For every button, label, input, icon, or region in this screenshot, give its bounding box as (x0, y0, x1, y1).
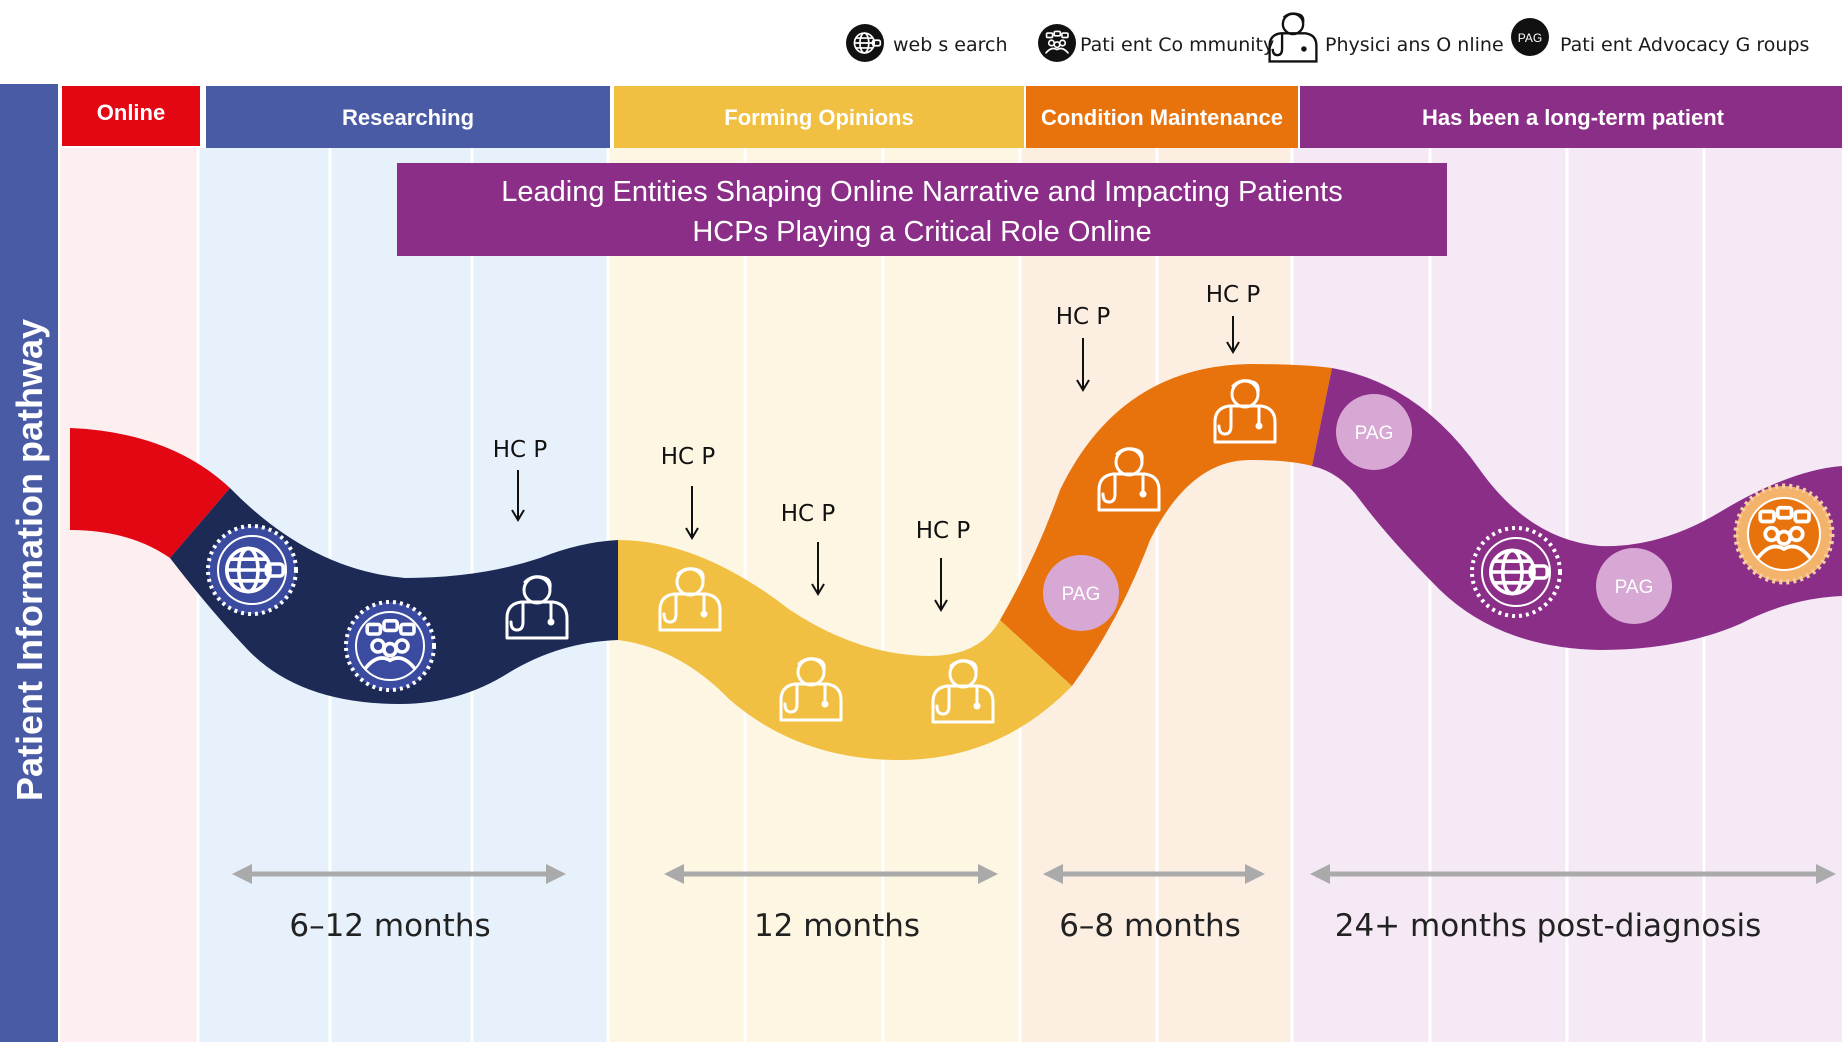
pag-bubble: PAG (1043, 555, 1119, 631)
banner-line-2: HCPs Playing a Critical Role Online (692, 216, 1151, 248)
phase-maintenance-label: Condition Maintenance (1041, 105, 1283, 130)
pag-bubble-label: PAG (1062, 584, 1101, 605)
duration-researching-label: 6–12 months (289, 908, 490, 944)
legend-physicians-online: Physici ans O nline (1325, 34, 1504, 56)
pag-badge-icon: PAG (1511, 18, 1549, 56)
duration-long-term-label: 24+ months post-diagnosis (1335, 908, 1762, 944)
pathway-segment-long-term (1312, 368, 1842, 650)
phase-condition-maintenance (1026, 86, 1298, 148)
phase-online (62, 86, 200, 146)
phase-forming-label: Forming Opinions (724, 105, 913, 130)
pathway-segment-forming (618, 540, 1072, 760)
phase-forming-opinions (614, 86, 1024, 148)
pag-badge-label: PAG (1518, 31, 1542, 45)
hcp-label: HC P (1056, 304, 1111, 330)
side-label: Patient Information pathway (9, 319, 50, 801)
hcp-callout: HC P (781, 501, 836, 596)
hcp-callout: HC P (661, 444, 716, 540)
patient-community-icon (344, 600, 436, 692)
web-search-icon (206, 524, 298, 616)
hcp-callout: HC P (916, 518, 971, 612)
legend-web-search: web s earch (893, 34, 1007, 56)
hcp-callout: HC P (1206, 282, 1261, 354)
pag-bubble: PAG (1336, 394, 1412, 470)
hcp-callout: HC P (493, 437, 548, 522)
hcp-label: HC P (1206, 282, 1261, 308)
hcp-label: HC P (661, 444, 716, 470)
duration-forming-label: 12 months (754, 908, 920, 944)
legend-patient-advocacy-groups: Pati ent Advocacy G roups (1560, 34, 1809, 56)
phase-researching-label: Researching (342, 105, 474, 130)
web-search-icon (1470, 526, 1562, 618)
pag-bubble-label: PAG (1615, 577, 1654, 598)
duration-researching: 6–12 months (232, 864, 566, 944)
hcp-label: HC P (493, 437, 548, 463)
phase-long-term (1300, 86, 1842, 148)
hcp-label: HC P (916, 518, 971, 544)
side-bar: Patient Information pathway (0, 84, 58, 1042)
pathway-segment-online (70, 428, 230, 558)
phase-online-label: Online (97, 100, 165, 125)
physician-icon (1268, 12, 1318, 63)
legend: web s earch Pati ent Co mmunity Physici … (846, 12, 1809, 63)
pag-bubble-label: PAG (1355, 423, 1394, 444)
hcp-callout: HC P (1056, 304, 1111, 392)
phase-header: Online Researching Forming Opinions Cond… (62, 86, 1842, 148)
pag-bubble: PAG (1596, 548, 1672, 624)
hcp-label: HC P (781, 501, 836, 527)
legend-patient-community: Pati ent Co mmunity (1080, 34, 1274, 56)
duration-long-term: 24+ months post-diagnosis (1310, 864, 1836, 944)
duration-forming: 12 months (664, 864, 998, 944)
patient-community-icon (1038, 24, 1076, 62)
duration-maintenance: 6–8 months (1043, 864, 1265, 944)
banner-line-1: Leading Entities Shaping Online Narrativ… (501, 176, 1343, 208)
duration-maintenance-label: 6–8 months (1059, 908, 1241, 944)
phase-long-term-label: Has been a long-term patient (1422, 105, 1725, 130)
patient-community-icon (1733, 483, 1835, 585)
banner: Leading Entities Shaping Online Narrativ… (397, 163, 1447, 256)
phase-researching (206, 86, 610, 148)
web-search-icon (846, 24, 884, 62)
